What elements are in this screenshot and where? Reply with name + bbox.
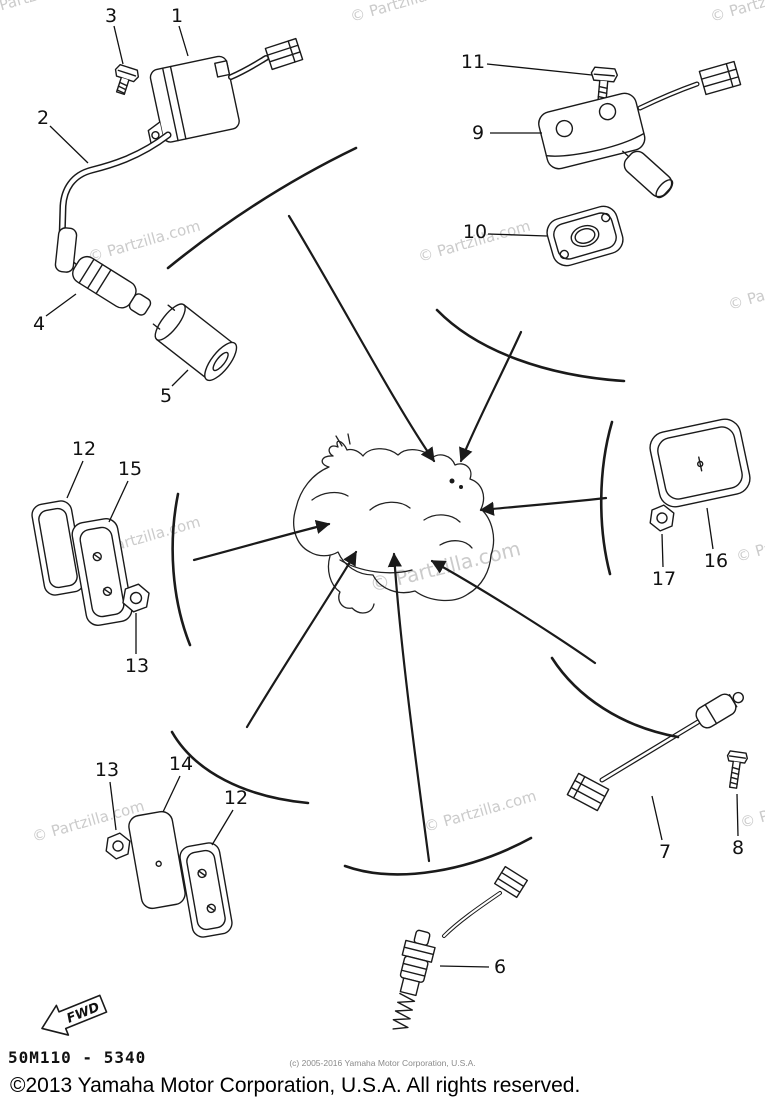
part-label-leader-line [211,809,234,846]
part-label-leader-line [108,480,129,523]
bolt-8-art [726,750,749,789]
fwd-arrow-art: FWD [41,994,108,1036]
leader-arcs [166,146,680,876]
spark-plug-cap-4-art [54,227,152,316]
sensor-6-art [392,865,529,1030]
bolt-3-art [114,63,140,96]
part-number-label: 2 [37,107,49,129]
part-label-leader-line [706,507,714,550]
part-label-leader-line [66,460,84,499]
part-number-label: 14 [169,753,193,775]
part-label-leader-line [487,233,548,237]
nut-13b-art [105,832,131,860]
part-number-label: 15 [118,458,142,480]
watermark-layer: © Partzilla.com © Partzilla.com © Partzill… [0,0,765,846]
small-copyright-text: (c) 2005-2016 Yamaha Motor Corporation, … [289,1058,476,1068]
part-number-label: 7 [659,841,671,863]
watermark-text: © Partzilla.com [0,0,94,20]
cover-15-art [71,517,133,627]
part-number-label: 3 [105,5,117,27]
main-copyright-text: ©2013 Yamaha Motor Corporation, U.S.A. A… [10,1074,581,1097]
watermark-text: © Partzilla.com [708,0,765,26]
cover-12a-art [31,500,86,596]
nut-13a-art [122,583,150,613]
watermark-text: © Partzilla.com [738,783,765,832]
watermark-text: © Partzilla.com [86,217,202,266]
watermark-text: © Partzilla.com [422,787,538,836]
part-label-leader-line [661,533,664,568]
part-label-leader-line [109,781,117,831]
part-label-leader-line [45,293,77,317]
part-label-leader-line [171,369,189,387]
part-label-leader-line [113,25,124,65]
part-number-label: 17 [652,568,676,590]
part-number-label: 5 [160,385,172,407]
watermark-text: © Partzilla.com [367,536,523,597]
bracket-9-art [538,60,742,199]
part-label-leader-line [651,795,663,841]
ignition-coil-1-art [147,37,304,145]
gasket-10-art [546,205,624,267]
watermark-text: © Partzilla.com [348,0,464,26]
part-number-label: 10 [463,221,487,243]
diagram-part-code: 50M110 - 5340 [8,1048,147,1067]
part-number-label: 13 [95,759,119,781]
part-number-label: 6 [494,956,506,978]
cover-16-art [649,418,751,508]
part-number-label: 13 [125,655,149,677]
nut-17-art [649,504,675,532]
watermark-text: © Partzilla.com [734,517,765,566]
part-label-leader-line [736,793,739,837]
pointer-lines [192,214,608,863]
part-number-label: 16 [704,550,728,572]
cover-12b-art [179,842,233,938]
part-number-label: 8 [732,837,744,859]
part-label-leader-line [486,63,593,76]
part-number-label: 4 [33,313,45,335]
part-number-label: 1 [171,5,183,27]
part-label-leader-line [49,125,89,164]
part-label-leader-line [439,965,490,968]
part-number-label: 11 [461,51,485,73]
part-label-leader-line [178,25,189,57]
watermark-text: © Partzilla.com [726,265,765,314]
part-number-label: 12 [72,438,96,460]
watermark-text: © Partzilla.com [30,797,146,846]
part-label-leader-line [162,775,181,813]
cover-14-art [128,810,186,910]
diagram-line-art: FWD [31,37,751,1036]
part-number-label: 9 [472,122,484,144]
part-number-label: 12 [224,787,248,809]
sensor-7-art [566,691,744,812]
spool-5-art [152,303,238,382]
